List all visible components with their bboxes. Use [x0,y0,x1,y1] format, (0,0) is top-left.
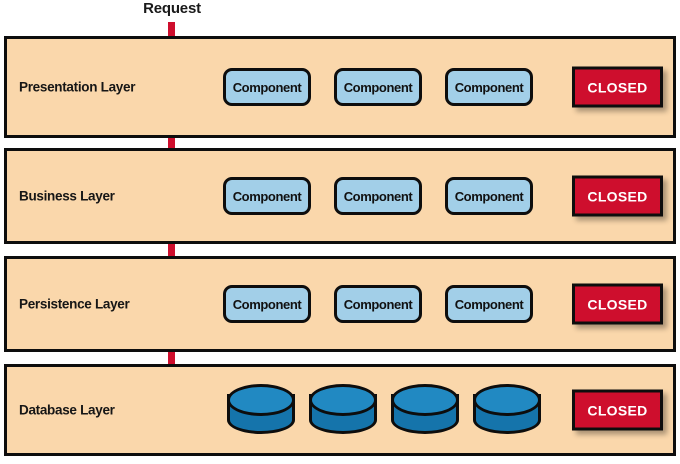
request-arrow-shaft-3 [168,228,175,278]
request-arrow-shaft-4 [168,334,175,384]
request-arrow-shaft-2 [168,118,175,170]
status-badge-closed: CLOSED [572,175,663,217]
status-badge-closed: CLOSED [572,66,663,108]
database-cylinder[interactable] [309,384,377,436]
layer-presentation: Presentation Layer Component Component C… [4,36,676,138]
database-cylinder[interactable] [391,384,459,436]
component-box[interactable]: Component [223,285,311,323]
component-box[interactable]: Component [334,68,422,106]
layer-label-business: Business Layer [19,188,115,204]
cylinder-top-ellipse [227,384,295,416]
component-box[interactable]: Component [334,177,422,215]
layer-label-persistence: Persistence Layer [19,296,130,312]
status-badge-closed: CLOSED [572,283,663,325]
cylinder-top-ellipse [391,384,459,416]
component-box[interactable]: Component [334,285,422,323]
request-flow-label: Request [143,0,201,17]
component-box[interactable]: Component [445,285,533,323]
cylinder-top-ellipse [309,384,377,416]
database-cylinder[interactable] [227,384,295,436]
layer-label-presentation: Presentation Layer [19,79,136,95]
component-box[interactable]: Component [223,68,311,106]
cylinder-top-ellipse [473,384,541,416]
database-cylinder[interactable] [473,384,541,436]
component-box[interactable]: Component [445,68,533,106]
layer-business: Business Layer Component Component Compo… [4,148,676,244]
component-box[interactable]: Component [445,177,533,215]
component-box[interactable]: Component [223,177,311,215]
layer-database: Database Layer CLOSED [4,364,676,456]
layer-label-database: Database Layer [19,402,115,418]
layer-persistence: Persistence Layer Component Component Co… [4,256,676,352]
status-badge-closed: CLOSED [572,389,663,431]
